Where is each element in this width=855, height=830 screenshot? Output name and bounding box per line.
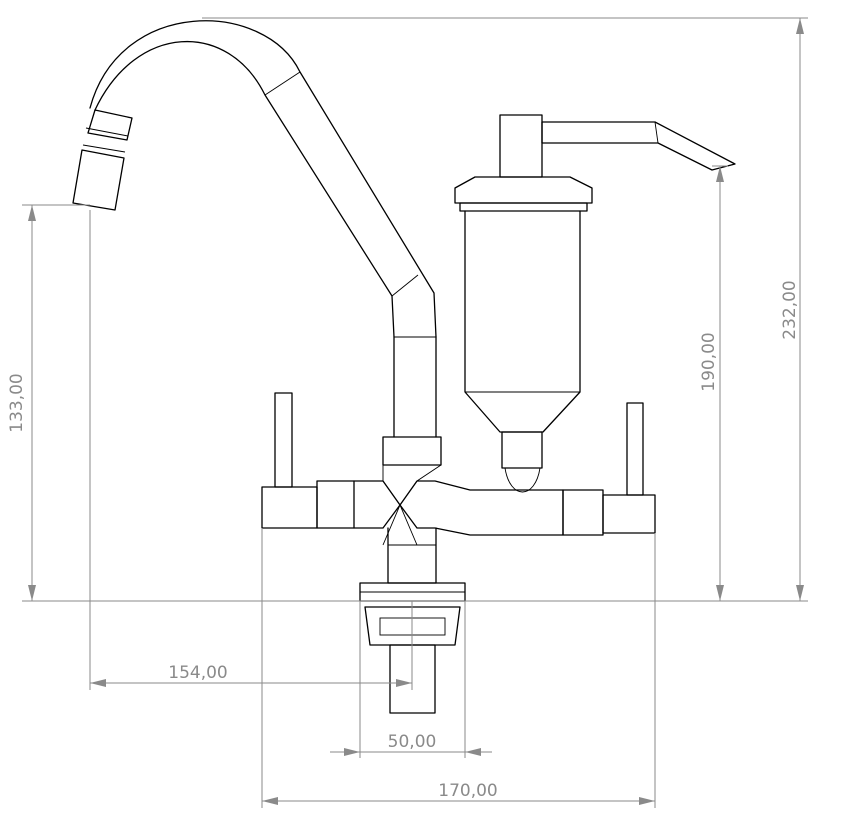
gooseneck-spout	[89, 20, 437, 338]
water-filter	[454, 114, 736, 493]
left-handle	[274, 392, 293, 488]
spout-riser	[382, 336, 442, 466]
dim-body-width-label: 170,00	[438, 781, 497, 801]
dim-filter-outlet-height-label: 190,00	[699, 332, 719, 391]
dimension-lines	[22, 17, 808, 808]
dim-base-width-label: 50,00	[388, 732, 437, 752]
valve-body	[261, 464, 656, 584]
dim-overall-height-label: 232,00	[780, 280, 800, 339]
dim-spout-reach-label: 154,00	[168, 663, 227, 683]
right-handle	[626, 402, 644, 496]
aerator	[72, 109, 133, 211]
dim-spout-height-label: 133,00	[7, 373, 27, 432]
faucet-part	[72, 20, 736, 714]
